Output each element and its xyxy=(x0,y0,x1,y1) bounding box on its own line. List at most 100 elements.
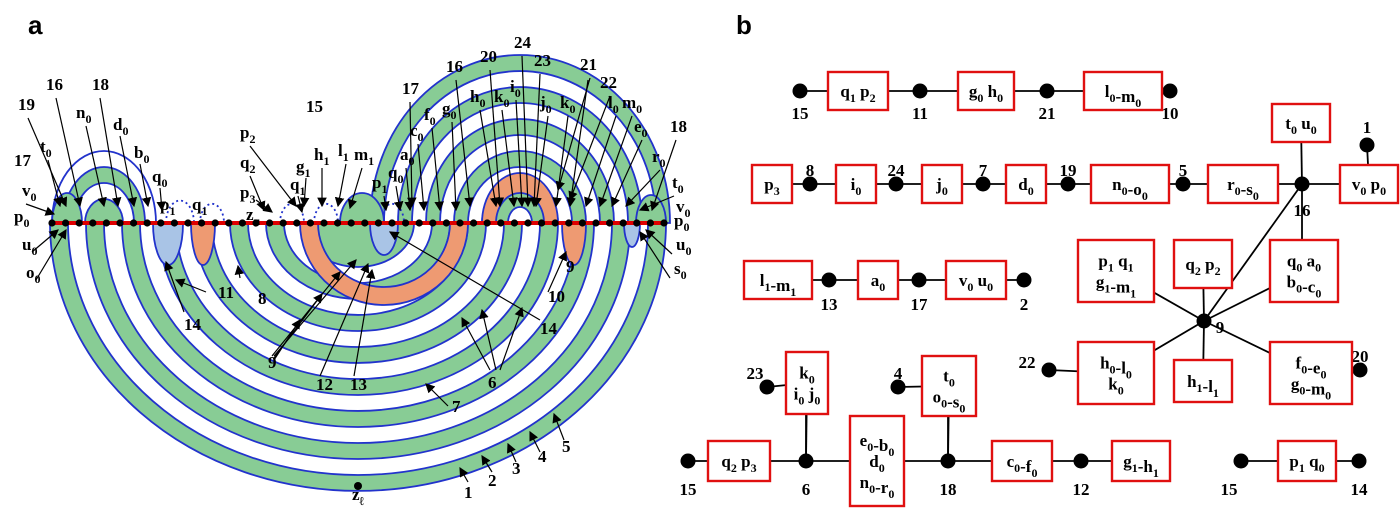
box-text: g1-h1 xyxy=(1123,452,1159,480)
box-frame xyxy=(1076,238,1156,304)
pointer-arrow xyxy=(47,159,63,208)
box-b23: q2 p3 xyxy=(706,439,772,483)
axis-point xyxy=(266,219,274,227)
graph-node xyxy=(1294,176,1310,192)
axis-point xyxy=(483,219,491,227)
pointer-arrow xyxy=(273,318,301,361)
label-20: 20 xyxy=(480,47,497,66)
label-4: 4 xyxy=(538,447,547,466)
graph-node xyxy=(1060,176,1076,192)
node-label: 15 xyxy=(680,480,697,499)
pointer-arrow xyxy=(271,271,341,357)
label-21: 21 xyxy=(580,55,597,74)
pointer-arrow xyxy=(388,231,541,321)
graph-node xyxy=(802,176,818,192)
box-text: a0 xyxy=(871,271,886,294)
label-q0b: q0 xyxy=(388,163,403,186)
box-text: i0 j0 xyxy=(794,385,821,408)
pointer-arrow xyxy=(85,125,107,208)
panel-a-arrows xyxy=(25,55,677,483)
axis-point xyxy=(524,219,532,227)
node-label: 24 xyxy=(888,161,906,180)
node-label: 8 xyxy=(806,161,815,180)
label-s0: s0 xyxy=(674,259,687,282)
pointer-arrow xyxy=(598,115,633,208)
pointer-arrow xyxy=(650,139,677,212)
label-m1: m1 xyxy=(354,145,374,168)
pointer-arrow xyxy=(481,454,493,473)
axis-point xyxy=(225,219,233,227)
pointer-arrow xyxy=(529,430,541,453)
label-t0a: t0 xyxy=(40,137,52,160)
label-5: 5 xyxy=(562,437,571,456)
node-label: 10 xyxy=(1162,104,1179,123)
axis-points xyxy=(48,219,668,490)
axis-point xyxy=(48,219,56,227)
label-14b: 14 xyxy=(540,319,558,338)
label-18b: 18 xyxy=(670,117,687,136)
node-label: 17 xyxy=(911,295,929,314)
box-frame xyxy=(1004,163,1048,205)
label-d0: d0 xyxy=(113,115,128,138)
graph-node xyxy=(1039,83,1055,99)
node-label: 6 xyxy=(802,480,811,499)
node-label: 7 xyxy=(979,161,988,180)
pointer-arrow xyxy=(461,316,491,371)
label-2: 2 xyxy=(488,471,497,490)
box-frame xyxy=(1270,102,1332,144)
label-24: 24 xyxy=(514,33,532,52)
box-frame xyxy=(834,163,878,205)
label-g1: g1 xyxy=(296,157,311,180)
pointer-arrow xyxy=(479,308,497,371)
label-o0a: o0 xyxy=(26,263,41,286)
label-g0: g0 xyxy=(442,99,457,122)
lightblue-pocket-right xyxy=(623,222,641,248)
box-text: i0 xyxy=(851,175,862,198)
pointer-arrow xyxy=(568,95,611,202)
pointer-arrow xyxy=(295,195,305,214)
pointer-arrow xyxy=(547,250,567,293)
label-p1a: p1 xyxy=(160,195,175,218)
node-label: 21 xyxy=(1039,104,1056,123)
label-e0: e0 xyxy=(634,117,648,140)
box-text: n0-o0 xyxy=(1112,175,1148,203)
pointer-arrow xyxy=(515,99,527,208)
box-frame xyxy=(1268,238,1340,304)
label-q0a: q0 xyxy=(152,167,167,190)
graph-node xyxy=(1196,313,1212,329)
box-b11: v0 p0 xyxy=(1338,163,1400,205)
pointer-arrow xyxy=(489,69,505,208)
box-b25: c0-f0 xyxy=(990,439,1054,483)
label-7: 7 xyxy=(452,397,461,416)
axis-point xyxy=(361,219,369,227)
label-16b: 16 xyxy=(446,57,463,76)
graph-node xyxy=(1233,453,1249,469)
graph-node xyxy=(759,379,775,395)
label-10: 10 xyxy=(548,287,565,306)
box-frame xyxy=(784,350,830,416)
dotted-arc xyxy=(279,202,305,224)
axis-point xyxy=(388,219,396,227)
box-text: j0 xyxy=(935,175,948,198)
axis-point xyxy=(143,219,151,227)
box-b3: l0-m0 xyxy=(1082,70,1164,112)
box-b8: n0-o0 xyxy=(1089,163,1171,205)
box-frame xyxy=(1082,70,1164,112)
orange-pocket-left xyxy=(190,222,216,266)
label-c0: c0 xyxy=(410,121,424,144)
label-q2: q2 xyxy=(240,153,255,176)
node-label: 5 xyxy=(1179,161,1188,180)
graph-edge xyxy=(1203,183,1303,322)
panel-a-letter: a xyxy=(28,10,43,40)
box-text: g1-m1 xyxy=(1096,273,1136,301)
box-frame xyxy=(920,354,978,418)
label-zu: zu xyxy=(246,205,261,228)
pointer-arrow xyxy=(450,121,461,212)
graph-node xyxy=(1041,362,1057,378)
box-text: k0 xyxy=(799,364,814,387)
